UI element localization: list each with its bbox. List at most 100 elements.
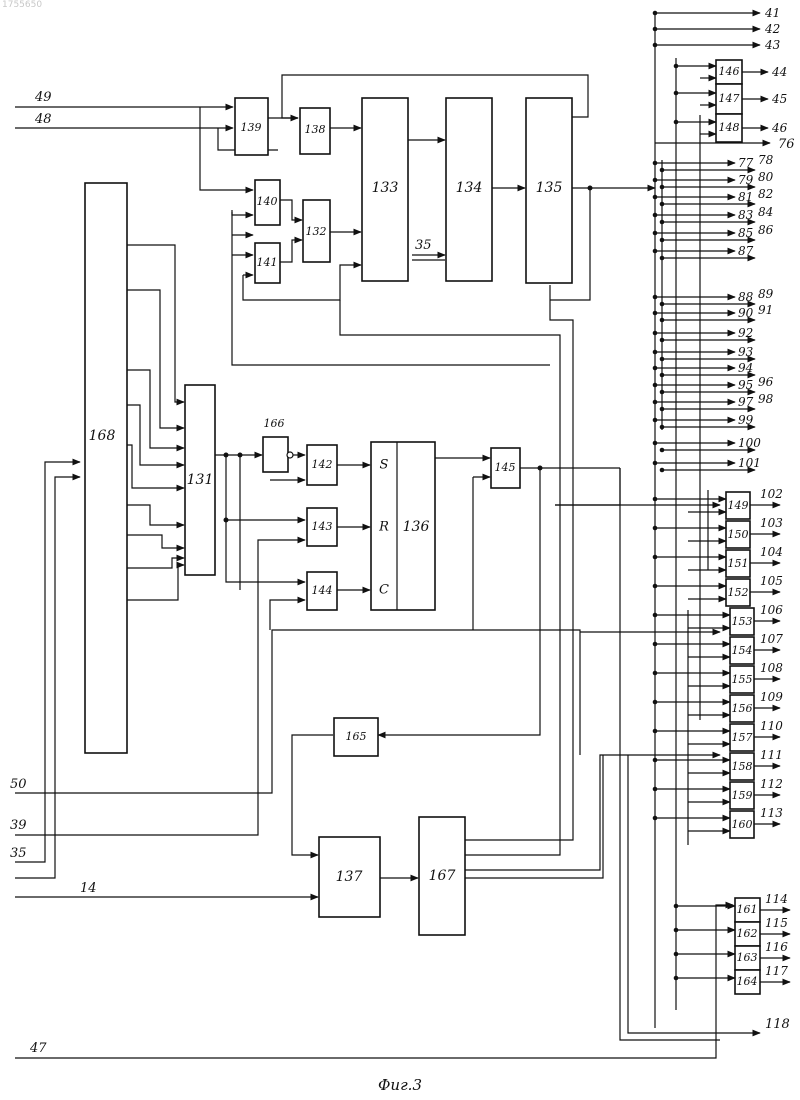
input-label: 49 <box>34 90 52 105</box>
output-label: 100 <box>738 436 761 450</box>
output-label: 88 <box>738 290 754 304</box>
output-label: 118 <box>765 1017 790 1032</box>
block-label: 164 <box>737 975 758 988</box>
pin-c: C <box>379 583 389 598</box>
junction-dot <box>653 366 658 371</box>
figure-caption: Фиг.3 <box>0 1076 800 1094</box>
block-label: 165 <box>346 730 367 743</box>
junction-dot <box>653 43 658 48</box>
output-label: 105 <box>760 574 783 588</box>
junction-dot <box>653 526 658 531</box>
pin-s: S <box>380 458 389 473</box>
block-label: 167 <box>429 868 456 884</box>
junction-dot <box>660 468 665 473</box>
block-label: 162 <box>737 927 758 940</box>
input-label: 48 <box>34 112 52 127</box>
junction-dot <box>660 220 665 225</box>
input-label: 39 <box>10 818 27 833</box>
output-label: 81 <box>738 190 753 204</box>
junction-dot <box>660 338 665 343</box>
block-141: 141 <box>255 243 280 283</box>
output-label: 102 <box>760 487 783 501</box>
output-label: 97 <box>738 395 754 409</box>
junction-dot <box>653 350 658 355</box>
output-label: 85 <box>738 226 753 240</box>
input-label: 47 <box>29 1041 47 1056</box>
block-147: 147 <box>716 84 742 114</box>
output-label: 41 <box>764 6 780 20</box>
junction-dot <box>653 161 658 166</box>
input-label: 35 <box>415 238 432 253</box>
junction-dot <box>653 497 658 502</box>
block-label: 145 <box>495 461 516 474</box>
block-168: 168 <box>85 183 127 753</box>
junction-dot <box>653 555 658 560</box>
junction-dot <box>674 976 679 981</box>
junction-dot <box>653 758 658 763</box>
output-label: 76 <box>778 137 795 152</box>
junction-dot <box>653 613 658 618</box>
junction-dot <box>660 390 665 395</box>
output-label: 115 <box>765 916 788 930</box>
block-label: 160 <box>732 818 753 831</box>
block-label: 139 <box>241 121 262 134</box>
block-146: 146 <box>716 60 742 84</box>
output-label: 107 <box>760 632 783 646</box>
output-label: 44 <box>771 65 787 79</box>
right-blocks: 1491021501031511041521051531061541071551… <box>653 487 784 838</box>
output-label: 114 <box>765 892 788 906</box>
block-label: 151 <box>728 557 749 570</box>
junction-dot <box>653 195 658 200</box>
junction-dot <box>653 461 658 466</box>
block-label: 158 <box>732 760 753 773</box>
junction-dot <box>674 120 679 125</box>
block-label: 166 <box>264 417 285 430</box>
block-133: 133 <box>362 98 408 281</box>
output-label: 96 <box>758 375 774 389</box>
junction-dot <box>653 700 658 705</box>
block-148: 148 <box>716 114 742 142</box>
block-label: 149 <box>728 499 749 512</box>
junction-dot <box>653 331 658 336</box>
junction-dot <box>674 952 679 957</box>
block-135: 135 <box>526 98 572 283</box>
block-136: S R C 136 <box>371 442 435 610</box>
junction-dot <box>653 729 658 734</box>
junction-dot <box>653 311 658 316</box>
block-label: 136 <box>403 519 430 535</box>
junction-dot <box>653 11 658 16</box>
block-label: 157 <box>732 731 753 744</box>
output-label: 112 <box>760 777 783 791</box>
output-label: 87 <box>738 244 754 258</box>
output-label: 98 <box>758 392 774 406</box>
output-label: 46 <box>771 121 788 135</box>
block-137: 137 <box>319 837 380 917</box>
output-label: 111 <box>760 748 783 762</box>
junction-dot <box>653 213 658 218</box>
output-label: 86 <box>758 223 774 237</box>
block-143: 143 <box>307 508 337 546</box>
output-label: 113 <box>760 806 783 820</box>
output-label: 92 <box>738 326 753 340</box>
pin-r: R <box>378 520 389 535</box>
block-label: 163 <box>737 951 758 964</box>
junction-dot <box>660 407 665 412</box>
output-label: 83 <box>738 208 754 222</box>
block-label: 168 <box>89 428 116 444</box>
block-label: 140 <box>257 195 278 208</box>
junction-dot <box>653 418 658 423</box>
junction-dot <box>660 357 665 362</box>
junction-dot <box>660 448 665 453</box>
junction-dot <box>660 168 665 173</box>
block-label: 155 <box>732 673 753 686</box>
output-label: 116 <box>765 940 788 954</box>
block-label: 153 <box>732 615 753 628</box>
output-label: 91 <box>758 303 773 317</box>
output-label: 117 <box>765 964 788 978</box>
junction-dot <box>660 302 665 307</box>
block-134: 134 <box>446 98 492 281</box>
junction-dot <box>660 318 665 323</box>
block-label: 159 <box>732 789 753 802</box>
junction-dot <box>653 383 658 388</box>
block-138: 138 <box>300 108 330 154</box>
